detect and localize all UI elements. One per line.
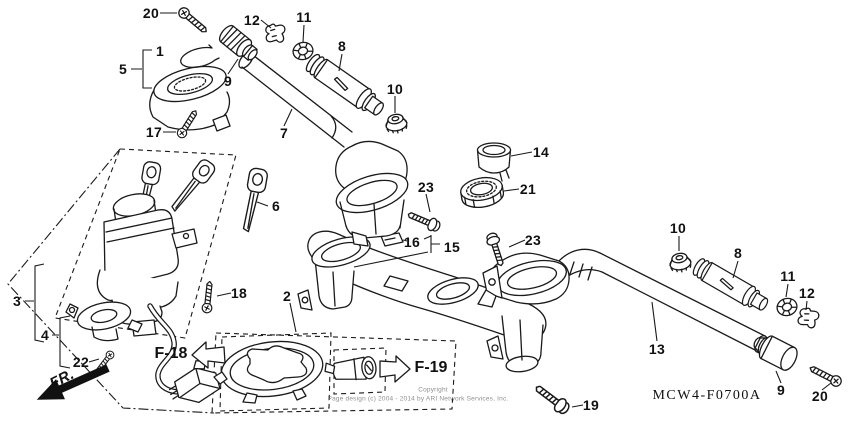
- callout-20-left: 20: [142, 5, 160, 21]
- page-ref-f19: F-19: [414, 359, 448, 376]
- switch-base-bracket: [65, 301, 143, 342]
- callout-5: 5: [118, 61, 128, 77]
- copyright-line-2: Page design (c) 2004 - 2014 by ARI Netwo…: [327, 395, 509, 403]
- callout-11-left: 11: [296, 9, 312, 25]
- callout-12-right: 12: [798, 285, 816, 301]
- handle-pipe-right: [555, 248, 768, 353]
- callout-17: 17: [145, 124, 163, 140]
- callout-3: 3: [12, 293, 22, 309]
- callout-8-right: 8: [733, 245, 743, 261]
- callout-22: 22: [72, 354, 90, 370]
- f18-arrow-icon: [191, 341, 226, 369]
- grouping-brackets: [34, 49, 440, 369]
- callout-7: 7: [279, 125, 289, 141]
- f19-arrow-icon: [379, 355, 411, 383]
- bar-weight-end-right: [753, 335, 798, 371]
- callout-16: 16: [403, 234, 421, 250]
- copyright-line-1: Copyright: [418, 386, 448, 394]
- handlebar-holder-left: [335, 140, 409, 247]
- callout-1: 1: [155, 43, 165, 59]
- handlebar-holder-right: [477, 252, 570, 308]
- switch-wire: [147, 303, 181, 395]
- key-set-outline: [211, 332, 457, 414]
- callout-15: 15: [443, 239, 461, 255]
- callout-9-left: 9: [223, 73, 233, 89]
- callout-6: 6: [271, 198, 281, 214]
- top-bridge: [297, 230, 547, 373]
- fuel-cap-outline: [219, 332, 332, 412]
- fork-top-cover: [149, 65, 231, 132]
- callout-8-left: 8: [337, 38, 347, 54]
- seat-lock-cylinder: [324, 356, 377, 381]
- callout-4: 4: [40, 327, 50, 343]
- nut-10-left: [383, 112, 409, 136]
- bar-weight-8-left: [302, 50, 389, 121]
- screw-18: [201, 280, 216, 314]
- screw-17: [174, 107, 201, 141]
- callout-10-left: 10: [386, 81, 404, 97]
- wire-connector: [168, 360, 221, 404]
- bar-weight-8-right: [689, 255, 772, 316]
- stem-cap-14: [476, 142, 512, 182]
- callout-2: 2: [282, 288, 292, 304]
- stem-nut-21: [460, 176, 505, 209]
- callout-14: 14: [532, 144, 550, 160]
- callout-19: 19: [582, 397, 600, 413]
- handle-pipe-left: [238, 51, 353, 148]
- callout-10-right: 10: [669, 220, 687, 236]
- fuel-filler-cap: [213, 340, 324, 404]
- callout-9-right: 9: [776, 382, 786, 398]
- screw-20-left: [176, 5, 211, 37]
- circlip: [180, 44, 220, 69]
- bolt-19: [531, 380, 573, 418]
- callout-20-right: 20: [811, 388, 829, 404]
- clamp-12-right: [796, 306, 821, 330]
- spare-key-6: [238, 166, 269, 234]
- page-ref-f18: F-18: [154, 345, 188, 362]
- key-in-switch-right: [167, 156, 218, 217]
- callout-11-right: 11: [780, 268, 796, 284]
- callout-23-right: 23: [524, 232, 542, 248]
- section-boundaries: [7, 148, 457, 414]
- bar-weight-inner-left: [218, 24, 258, 61]
- leader-lines: [25, 12, 832, 408]
- nut-10-right: [667, 251, 693, 275]
- callout-23-left: 23: [417, 179, 435, 195]
- bolt-23-left: [405, 207, 443, 234]
- callout-12-left: 12: [243, 12, 261, 28]
- callout-18: 18: [230, 285, 248, 301]
- diagram-code: MCW4-F0700A: [652, 388, 762, 403]
- screw-20-right: [807, 362, 844, 389]
- front-arrow-icon: [36, 364, 110, 400]
- callout-21: 21: [519, 181, 537, 197]
- ring-11-right: [774, 295, 800, 319]
- callout-13: 13: [648, 341, 666, 357]
- ignition-group-outline: [54, 148, 237, 339]
